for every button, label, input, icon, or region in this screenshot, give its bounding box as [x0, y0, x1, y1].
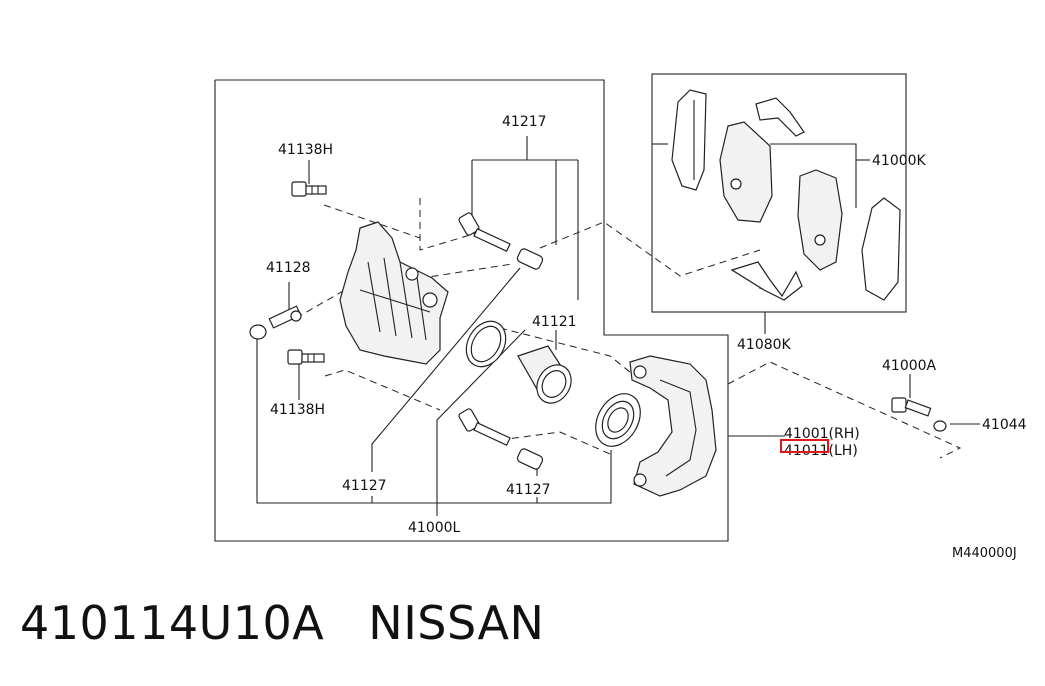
pin-boot-top: [516, 248, 544, 270]
caption-part-number: 410114U10A: [20, 596, 325, 650]
label-41138h-top[interactable]: 41138H: [278, 142, 333, 158]
assembly-paths: [295, 198, 962, 459]
bleeder-screw-41128: [268, 305, 302, 329]
bolt-41138h-bottom: [287, 349, 325, 365]
label-41000a[interactable]: 41000A: [882, 358, 937, 374]
parts-artwork: [249, 89, 947, 497]
label-41044[interactable]: 41044: [982, 417, 1027, 433]
guide-pin-top: [458, 212, 511, 253]
bolt-41000a: [891, 397, 932, 417]
caption-brand: NISSAN: [368, 596, 545, 650]
label-41127-left[interactable]: 41127: [342, 478, 387, 494]
label-41128[interactable]: 41128: [266, 260, 311, 276]
label-41080k[interactable]: 41080K: [737, 337, 792, 353]
pad-shim-inner: [861, 197, 901, 301]
guide-pin-bottom: [458, 408, 511, 447]
label-41000k[interactable]: 41000K: [872, 153, 927, 169]
caliper-body: [339, 221, 449, 365]
pad-spring-clip: [755, 97, 805, 137]
bolt-41138h-top: [291, 181, 327, 197]
label-41217[interactable]: 41217: [502, 114, 547, 130]
label-41138h-bottom[interactable]: 41138H: [270, 402, 325, 418]
label-41121[interactable]: 41121: [532, 314, 577, 330]
piston-41121: [517, 345, 572, 404]
highlight-box: [780, 439, 829, 453]
washer-41044: [933, 420, 947, 432]
part-caption: 410114U10A NISSAN: [20, 596, 544, 650]
pad-retainer: [730, 261, 803, 301]
brake-pad-inner: [797, 169, 843, 271]
piston-seal: [465, 320, 507, 368]
pin-boot-bottom: [516, 448, 544, 470]
caliper-assembly-box: [214, 79, 729, 542]
dust-boot: [595, 393, 641, 447]
pad-shim-outer: [671, 89, 707, 191]
brake-pad-outer: [719, 121, 773, 223]
diagram-ref-code: M440000J: [952, 546, 1017, 561]
pad-kit-box: [651, 73, 907, 313]
label-41127-right[interactable]: 41127: [506, 482, 551, 498]
label-41000l[interactable]: 41000L: [408, 520, 461, 536]
label-41001-rh[interactable]: 41001(RH): [784, 426, 860, 442]
torque-member-bracket: [629, 355, 717, 497]
part-labels: 41217 41138H 41128 41138H 41121 41127 41…: [266, 114, 1027, 561]
bleeder-cap: [249, 324, 267, 340]
